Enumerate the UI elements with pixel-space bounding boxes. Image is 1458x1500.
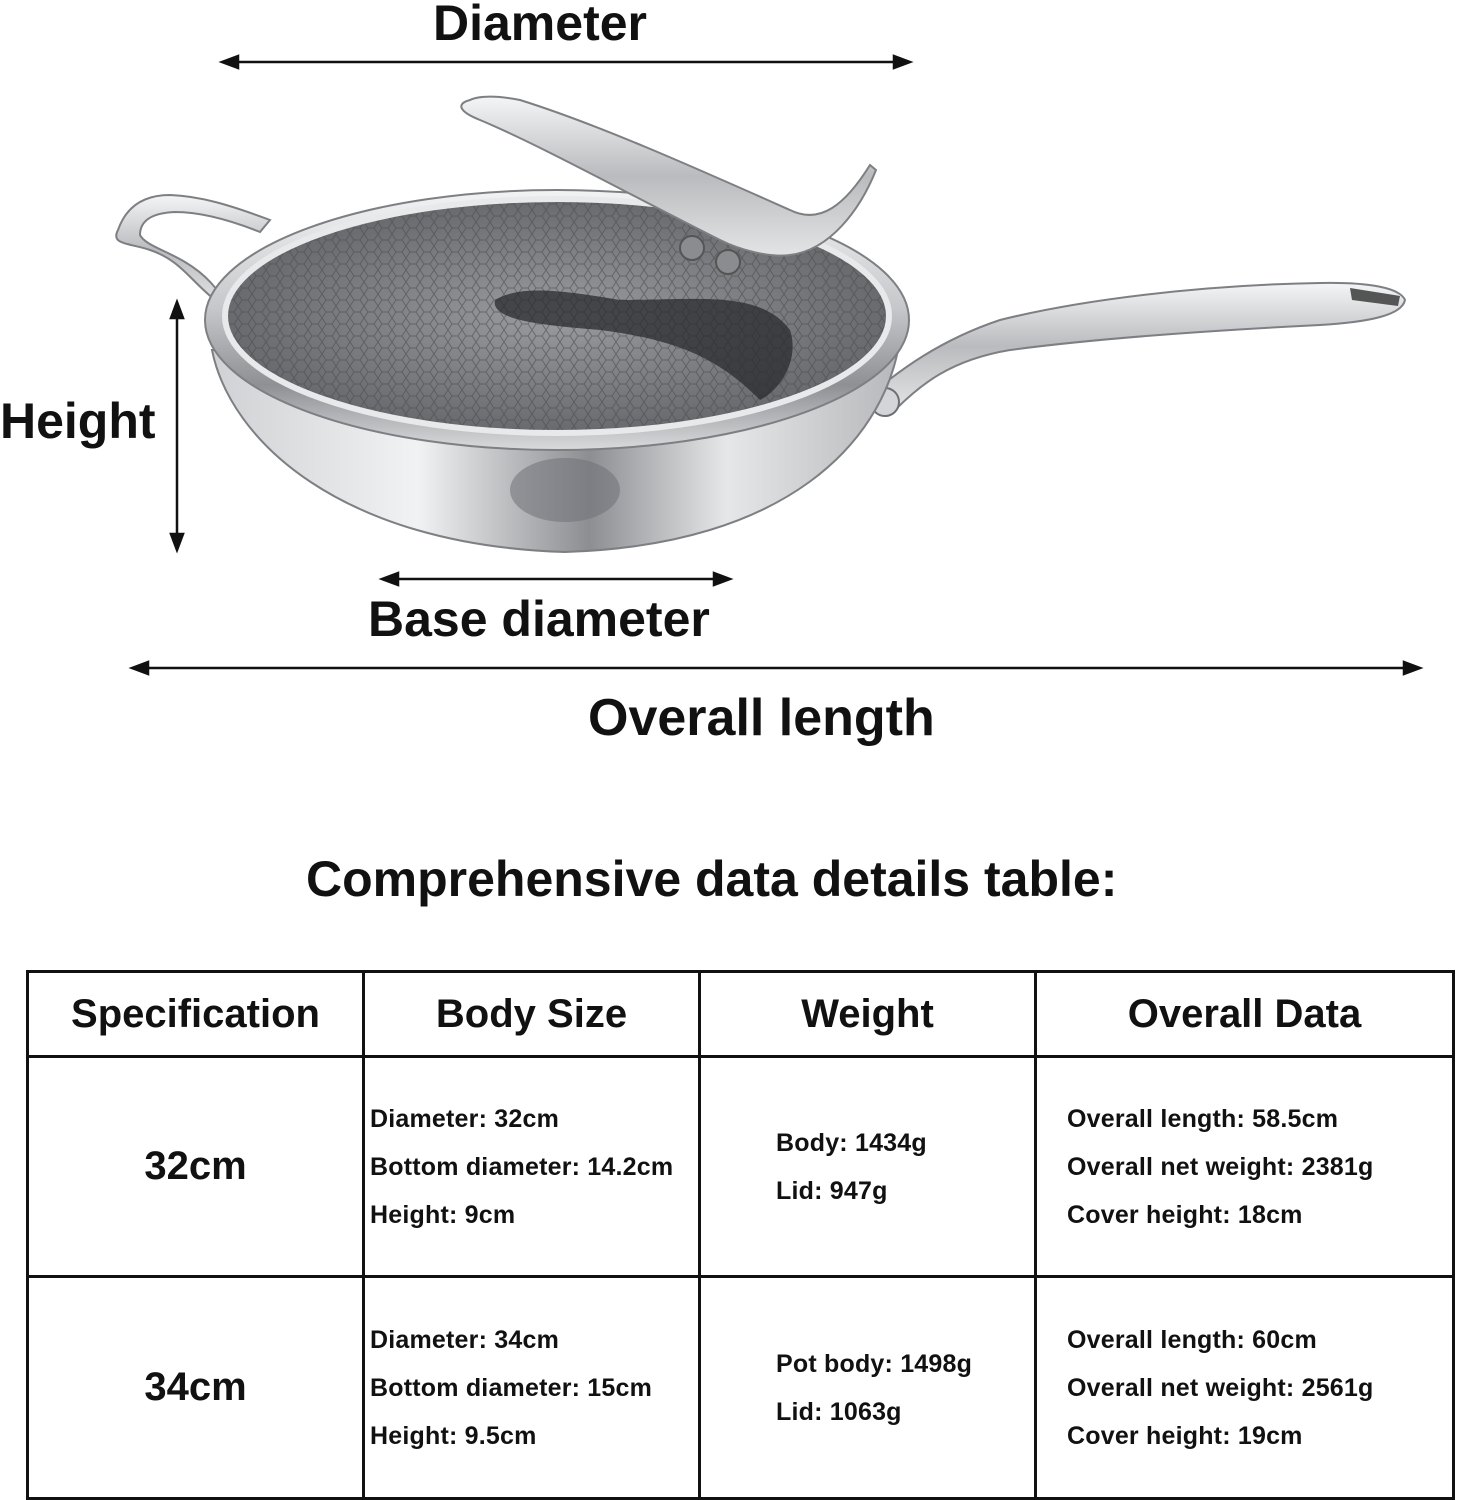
wok-illustration [115,95,1407,554]
overall-data-cell: Overall length: 60cm Overall net weight:… [1034,1275,1455,1500]
body-size-cell: Diameter: 34cm Bottom diameter: 15cm Hei… [362,1275,701,1500]
table-row: 32cm Diameter: 32cm Bottom diameter: 14.… [26,1055,1455,1278]
overall-data-line: Cover height: 18cm [1067,1200,1303,1229]
weight-cell: Body: 1434g Lid: 947g [698,1055,1037,1278]
diameter-arrow-icon [218,54,914,70]
overall-length-label: Overall length [588,689,935,747]
header-body-size: Body Size [362,970,701,1058]
overall-data-line: Overall net weight: 2561g [1067,1373,1374,1402]
body-size-line: Height: 9cm [370,1200,516,1229]
body-size-line: Bottom diameter: 15cm [370,1373,653,1402]
overall-data-line: Overall net weight: 2381g [1067,1152,1374,1181]
height-label: Height [0,393,156,449]
body-size-line: Bottom diameter: 14.2cm [370,1152,674,1181]
weight-line: Lid: 1063g [776,1397,902,1426]
weight-line: Body: 1434g [776,1128,927,1157]
weight-cell: Pot body: 1498g Lid: 1063g [698,1275,1037,1500]
header-specification: Specification [26,970,365,1058]
body-size-line: Diameter: 34cm [370,1325,560,1354]
overall-length-arrow-icon [128,660,1424,676]
overall-data-line: Overall length: 58.5cm [1067,1104,1339,1133]
specification-table: Specification Body Size Weight Overall D… [26,970,1455,1500]
table-row: 34cm Diameter: 34cm Bottom diameter: 15c… [26,1275,1455,1500]
overall-data-cell: Overall length: 58.5cm Overall net weigh… [1034,1055,1455,1278]
base-diameter-label: Base diameter [368,591,710,647]
header-weight: Weight [698,970,1037,1058]
weight-line: Lid: 947g [776,1176,888,1205]
weight-line: Pot body: 1498g [776,1349,973,1378]
body-size-cell: Diameter: 32cm Bottom diameter: 14.2cm H… [362,1055,701,1278]
overall-data-line: Cover height: 19cm [1067,1421,1303,1450]
base-diameter-arrow-icon [378,571,734,587]
overall-data-line: Overall length: 60cm [1067,1325,1317,1354]
spec-size-cell: 32cm [26,1055,365,1278]
table-header-row: Specification Body Size Weight Overall D… [26,970,1455,1058]
body-size-line: Height: 9.5cm [370,1421,537,1450]
spec-size-cell: 34cm [26,1275,365,1500]
body-size-line: Diameter: 32cm [370,1104,560,1133]
header-overall-data: Overall Data [1034,970,1455,1058]
diameter-label: Diameter [433,0,647,51]
height-arrow-icon [169,298,185,554]
table-title: Comprehensive data details table: [306,851,1118,907]
wok-diagram [115,54,1424,676]
